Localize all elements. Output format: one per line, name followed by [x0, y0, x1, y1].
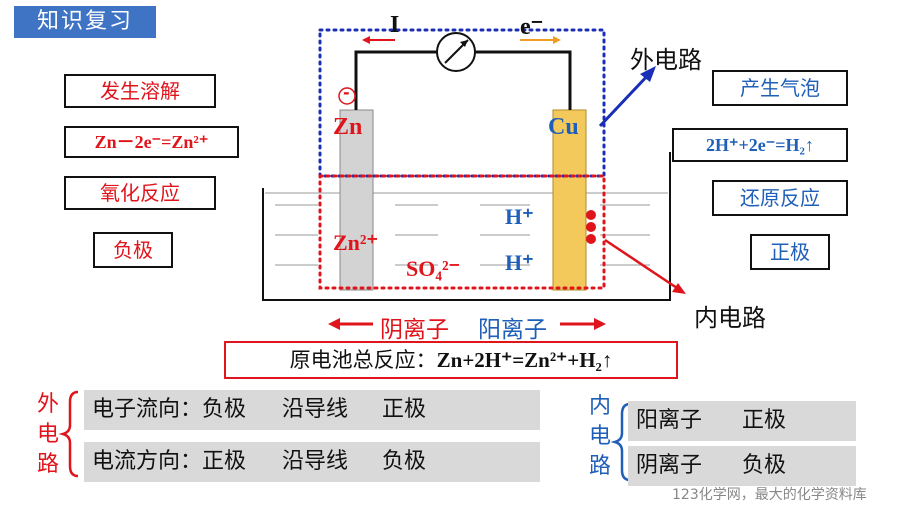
anion-flow-label: 阴离子	[380, 317, 449, 343]
page-title: 知识复习	[14, 6, 156, 38]
external-brace	[58, 390, 79, 478]
cu-electrode	[552, 109, 587, 291]
total-reaction-equation: Zn+2H⁺=Zn²⁺+H₂↑	[436, 348, 613, 372]
right-label-bubbles: 产生气泡	[712, 70, 848, 106]
external-row-current: 电流方向：正极沿导线负极	[84, 442, 540, 482]
negative-charge-icon	[338, 87, 356, 105]
internal-brace	[610, 402, 631, 482]
left-label-half-reaction: Zn－2e⁻=Zn²⁺	[64, 126, 239, 158]
cation-flow-label: 阳离子	[478, 317, 547, 343]
current-label: I	[390, 12, 400, 38]
beaker	[262, 152, 671, 301]
right-label-reduction: 还原反应	[712, 180, 848, 216]
left-label-anode: 负极	[93, 232, 173, 268]
left-label-dissolve: 发生溶解	[64, 74, 216, 108]
bubble	[586, 234, 596, 244]
wire-left	[354, 50, 437, 110]
external-heading: 外电路	[36, 392, 59, 477]
total-reaction-label: 原电池总反应：	[289, 348, 437, 372]
cathode-metal-label: Cu	[548, 114, 579, 140]
anode-charge-sign: -	[343, 83, 350, 102]
internal-row-cation: 阳离子正极	[628, 401, 856, 441]
ion-so4-label: SO₄²⁻	[406, 256, 461, 281]
ion-zn-label: Zn²⁺	[333, 230, 379, 255]
external-circuit-label: 外电路	[630, 46, 702, 74]
bubble	[586, 210, 596, 220]
electron-label: e⁻	[520, 14, 544, 40]
zn-electrode	[339, 109, 374, 291]
left-label-oxidation: 氧化反应	[64, 176, 216, 210]
total-reaction-box: 原电池总反应：Zn+2H⁺=Zn²⁺+H₂↑	[224, 341, 678, 379]
watermark: 123化学网，最大的化学资料库	[672, 487, 867, 503]
internal-heading: 内电路	[588, 394, 611, 479]
solution-lines	[265, 192, 668, 266]
external-pointer	[598, 71, 652, 128]
internal-circuit-region	[318, 174, 606, 290]
external-circuit-region	[318, 28, 606, 178]
ion-h-label: H⁺	[505, 250, 534, 275]
wire-right	[475, 50, 572, 110]
ion-h-label: H⁺	[505, 204, 534, 229]
right-label-half-reaction: 2H⁺+2e⁻=H₂↑	[672, 128, 848, 162]
right-label-cathode: 正极	[750, 234, 830, 270]
bubble	[586, 222, 596, 232]
anode-metal-label: Zn	[333, 114, 363, 140]
external-row-electron: 电子流向：负极沿导线正极	[84, 390, 540, 430]
internal-circuit-label: 内电路	[694, 304, 766, 332]
internal-pointer	[604, 238, 681, 292]
internal-row-anion: 阴离子负极	[628, 446, 856, 486]
